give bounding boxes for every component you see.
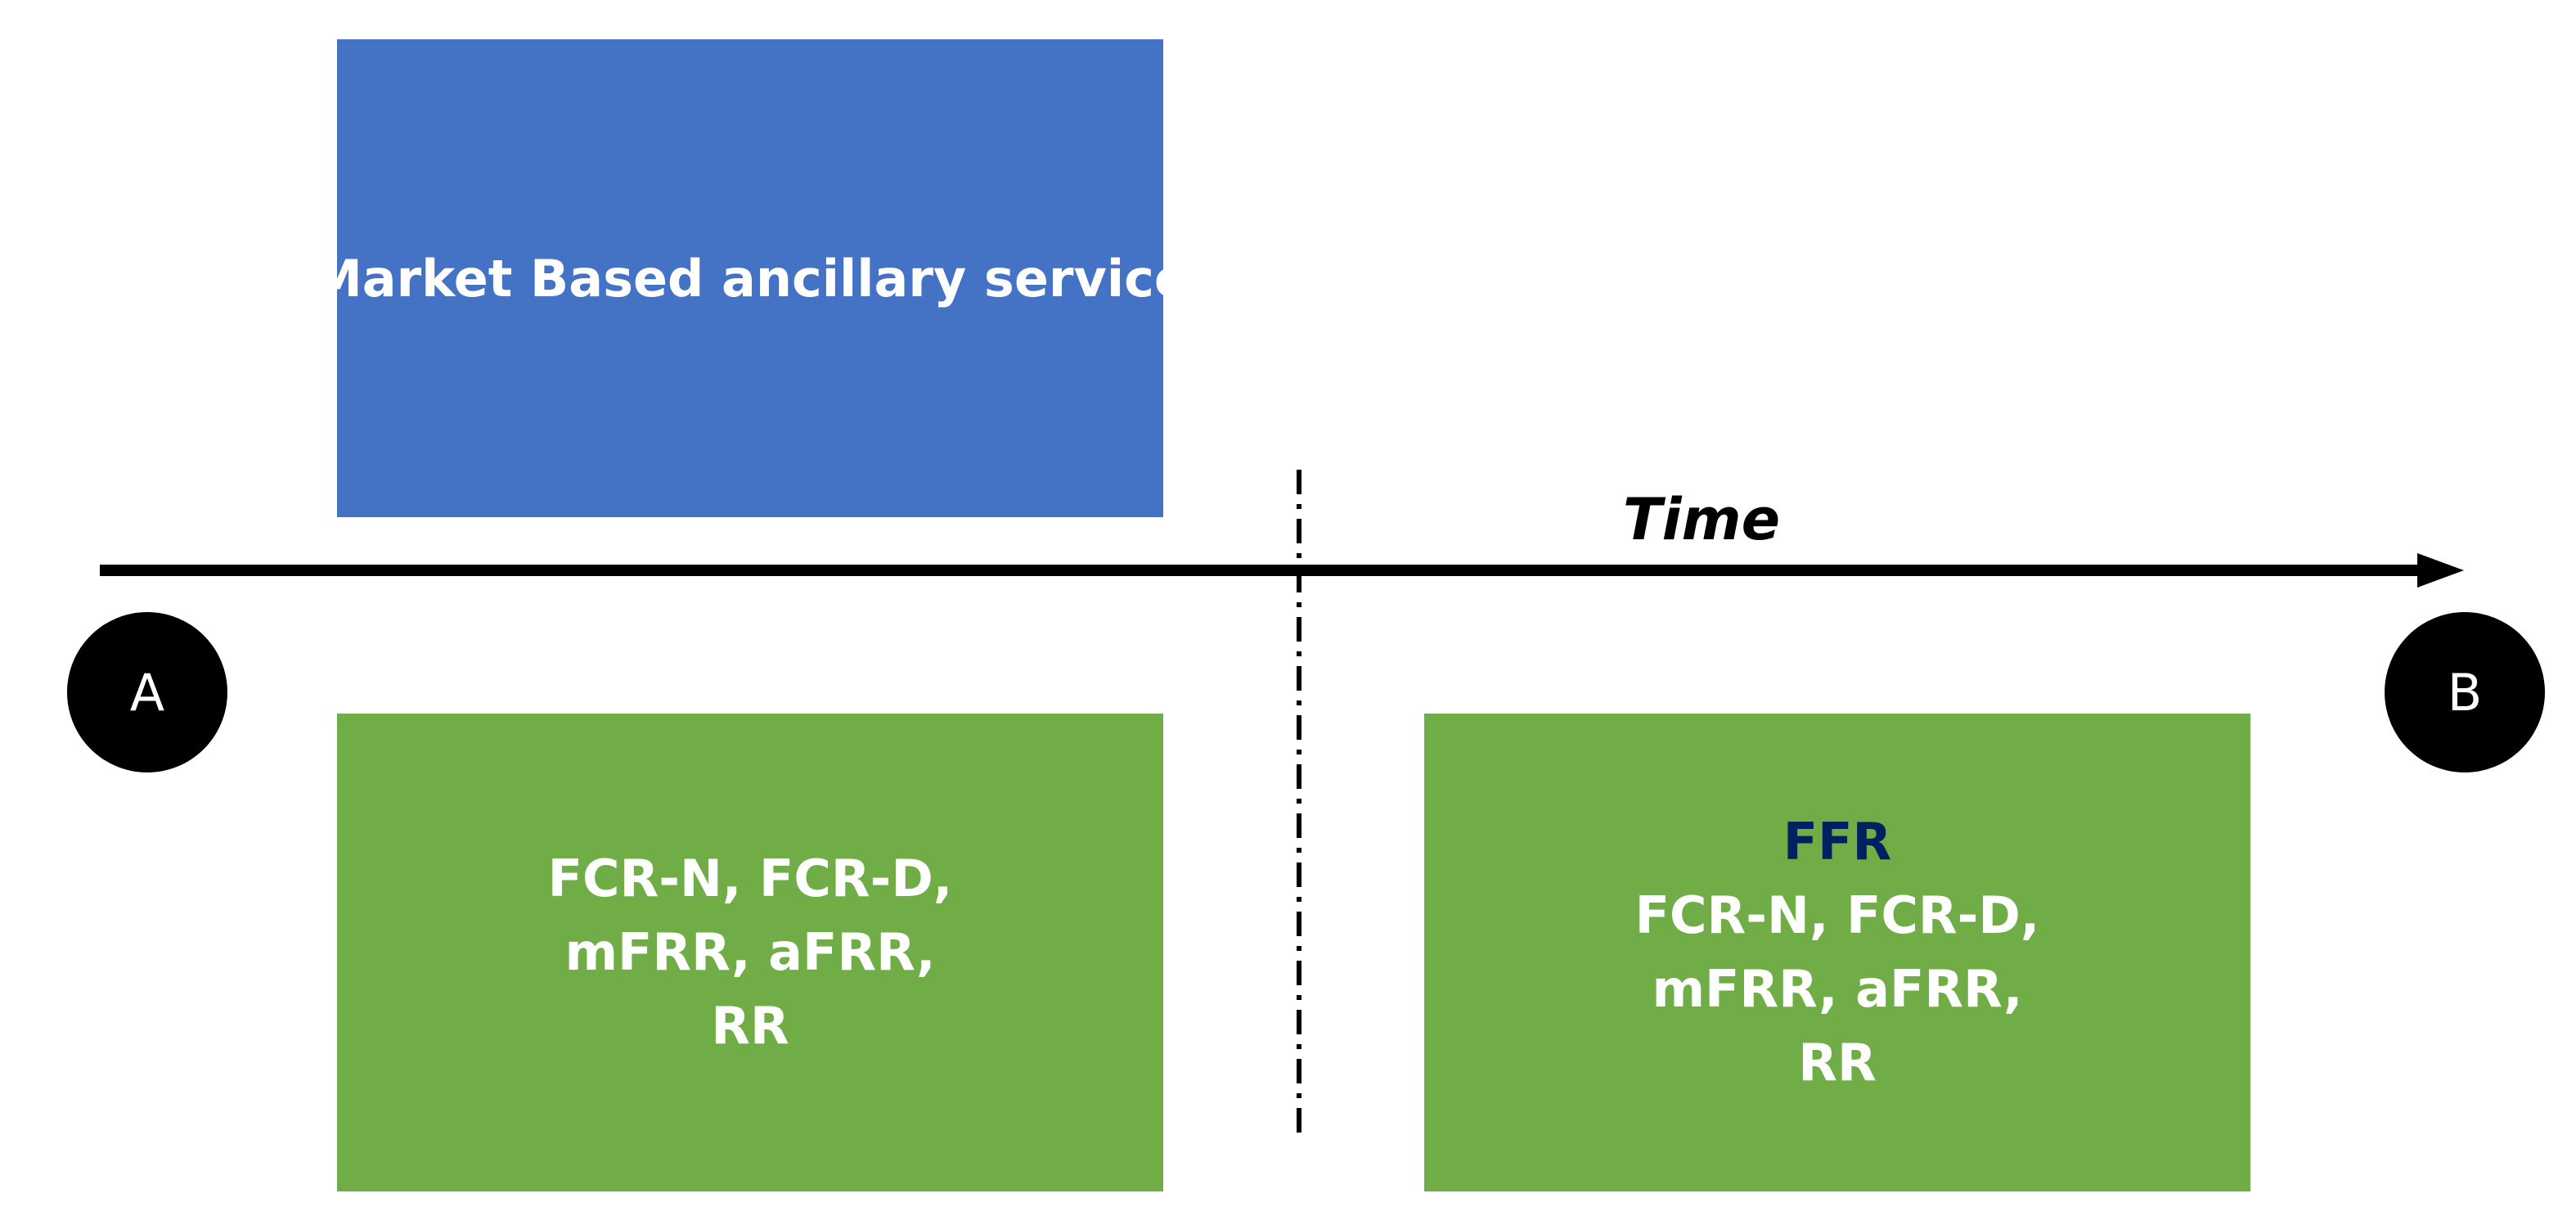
- left-box-line-1: FCR-N, FCR-D,: [547, 849, 953, 908]
- right-services-box: FFR FCR-N, FCR-D, mFRR, aFRR, RR: [1424, 714, 2250, 1191]
- market-box-label: Market Based ancillary service: [312, 248, 1189, 309]
- end-node-label: B: [2447, 662, 2483, 723]
- right-box-line-3: RR: [1798, 1033, 1877, 1092]
- start-node-a: A: [67, 612, 227, 772]
- market-based-service-box: Market Based ancillary service: [312, 39, 1189, 517]
- ffr-label: FFR: [1783, 812, 1892, 871]
- start-node-label: A: [129, 662, 165, 723]
- left-services-box: FCR-N, FCR-D, mFRR, aFRR, RR: [337, 714, 1163, 1191]
- end-node-b: B: [2385, 612, 2545, 772]
- time-axis-arrowhead: [2417, 553, 2464, 588]
- time-axis-label: Time: [1622, 486, 1781, 553]
- right-box-line-2: mFRR, aFRR,: [1652, 959, 2023, 1019]
- right-box-line-1: FCR-N, FCR-D,: [1634, 885, 2040, 945]
- left-box-line-3: RR: [711, 996, 789, 1056]
- left-box-line-2: mFRR, aFRR,: [564, 922, 936, 982]
